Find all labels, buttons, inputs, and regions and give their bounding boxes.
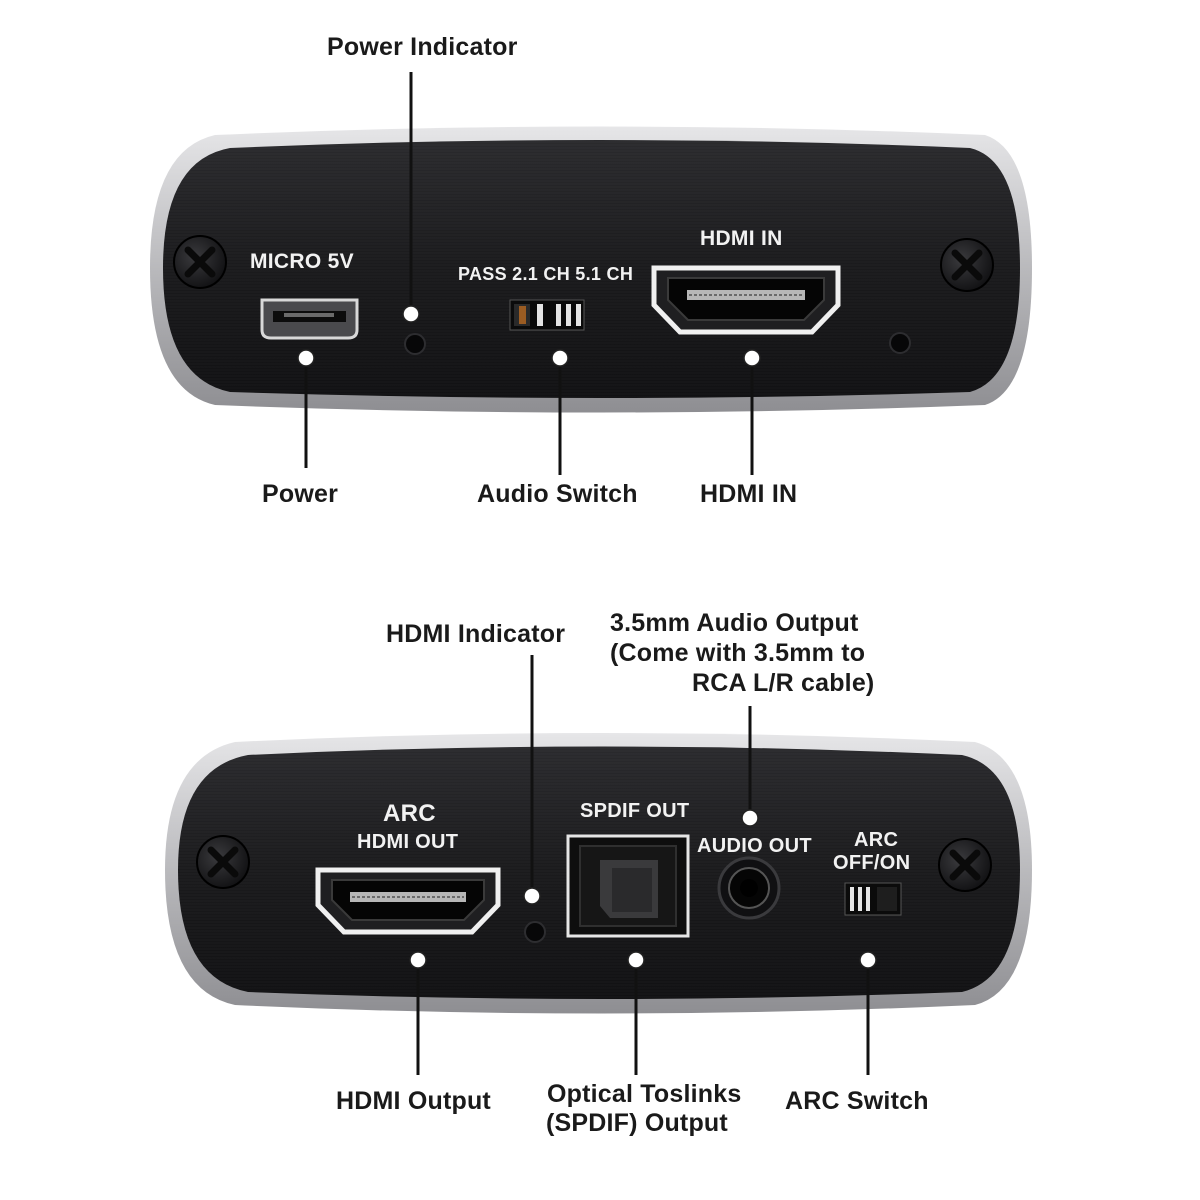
audio-switch-callout: Audio Switch [477,480,638,508]
led-icon [524,921,546,943]
audio-output-callout-line2: (Come with 3.5mm to [610,639,866,667]
spdif-out-label: SPDIF OUT [580,800,690,822]
optical-callout-line1: Optical Toslinks [547,1080,742,1108]
arc-switch-label-line1: ARC [854,829,899,851]
leader-lines-bottom [416,655,870,1075]
screw-icon [940,238,994,292]
power-indicator-callout: Power Indicator [327,33,518,61]
arc-switch-callout: ARC Switch [785,1087,929,1115]
hdmi-port-icon [651,265,841,335]
screw-icon [173,235,227,289]
hdmi-in-callout: HDMI IN [700,480,798,508]
micro-5v-label: MICRO 5V [250,250,354,273]
led-icon [404,333,426,355]
power-callout: Power [262,480,339,508]
hdmi-in-panel-label: HDMI IN [700,227,783,250]
slide-switch-icon [509,299,585,331]
micro-usb-port-icon [260,298,359,340]
audio-output-callout-line1: 3.5mm Audio Output [610,609,859,637]
callout-dots-top [297,305,761,367]
hdmi-output-callout: HDMI Output [336,1087,491,1115]
audio-out-label: AUDIO OUT [697,835,812,857]
pinhole-icon [889,332,911,354]
audio-output-callout-line3: RCA L/R cable) [692,669,875,697]
hdmi-indicator-callout: HDMI Indicator [386,620,566,648]
audio-jack-icon [717,856,781,920]
leader-lines-top [304,72,754,475]
toslink-port-icon [566,834,690,938]
arc-switch-label-line2: OFF/ON [833,852,911,874]
hdmi-out-label: HDMI OUT [357,831,459,853]
hdmi-port-icon [315,867,501,935]
switch-positions-label: PASS 2.1 CH 5.1 CH [458,264,634,284]
screw-icon [196,835,250,889]
screw-icon [938,838,992,892]
optical-callout-line2: (SPDIF) Output [546,1109,728,1137]
arc-label: ARC [383,800,436,827]
callout-dots-bottom [409,809,877,969]
slide-switch-icon [844,882,902,916]
